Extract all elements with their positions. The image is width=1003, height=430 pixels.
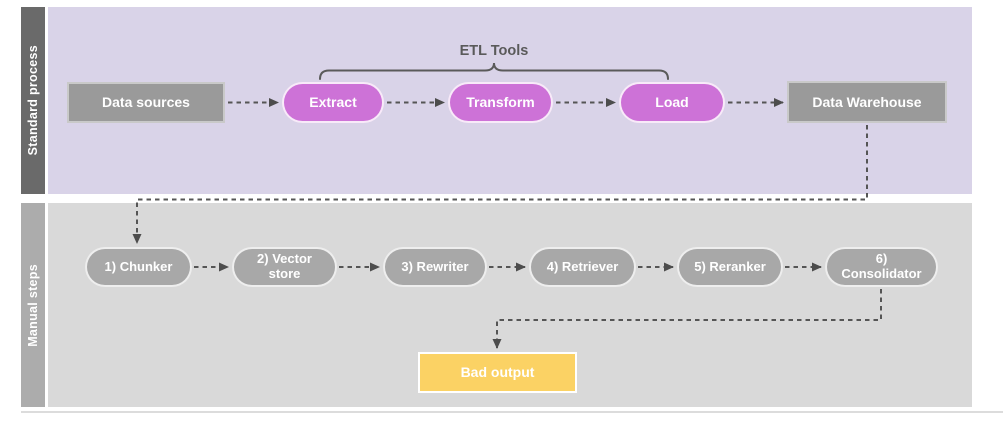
node-chunker: 1) Chunker [85,247,192,287]
lane-label-standard-process: Standard process [26,45,40,156]
node-chunker-label: 1) Chunker [104,258,173,274]
node-rewriter-label: 3) Rewriter [401,258,469,274]
canvas-bottom-divider [21,411,1003,413]
node-consolidator: 6) Consolidator [825,247,938,287]
node-data-sources-label: Data sources [102,94,190,111]
node-consolidator-label: 6) Consolidator [841,251,922,281]
node-reranker-label: 5) Reranker [694,258,766,274]
node-vector-store-label: 2) Vector store [257,251,312,281]
node-transform-label: Transform [466,94,535,111]
node-retriever-label: 4) Retriever [546,258,619,274]
node-data-warehouse: Data Warehouse [787,81,947,123]
node-extract-label: Extract [309,94,357,111]
node-bad-output: Bad output [418,352,577,393]
node-retriever: 4) Retriever [529,247,636,287]
node-data-sources: Data sources [67,82,225,123]
etl-tools-label: ETL Tools [459,43,529,59]
lane-header-standard-process: Standard process [21,7,45,194]
lane-label-manual-steps: Manual steps [26,263,40,347]
lane-header-manual-steps: Manual steps [21,203,45,407]
node-load: Load [619,82,725,123]
node-data-warehouse-label: Data Warehouse [812,93,922,110]
node-load-label: Load [655,94,689,111]
node-reranker: 5) Reranker [677,247,783,287]
node-vector-store: 2) Vector store [232,247,337,287]
node-rewriter: 3) Rewriter [383,247,487,287]
node-bad-output-label: Bad output [460,364,535,381]
node-transform: Transform [448,82,553,123]
node-extract: Extract [282,82,384,123]
